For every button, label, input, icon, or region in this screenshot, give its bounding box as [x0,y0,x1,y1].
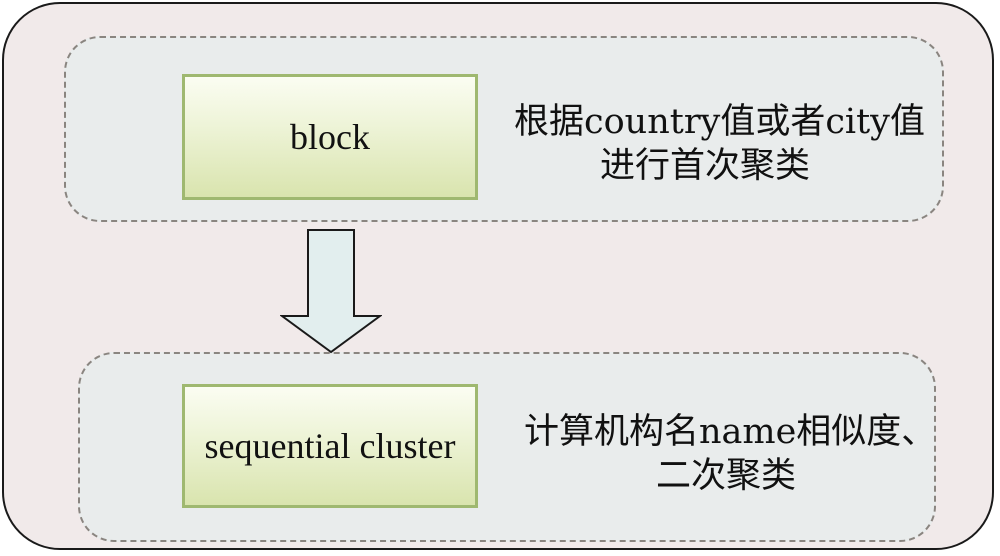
step-label-sequential-cluster: sequential cluster [204,426,456,466]
down-arrow-icon [280,229,382,354]
step-description-block-line-1: 根据country值或者city值 [514,102,925,142]
step-description-sequential-cluster-line-2: 二次聚类 [656,456,797,496]
step-description-sequential-cluster: 计算机构名name相似度、 二次聚类 [524,410,936,498]
step-label-block: block [290,117,370,157]
step-box-block: block [182,74,478,200]
step-description-block: 根据country值或者city值 进行首次聚类 [514,100,925,188]
step-description-block-line-2: 进行首次聚类 [600,146,811,186]
step-box-sequential-cluster: sequential cluster [182,384,478,508]
down-arrow-shape [280,229,382,354]
step-description-sequential-cluster-line-1: 计算机构名name相似度、 [524,412,937,452]
